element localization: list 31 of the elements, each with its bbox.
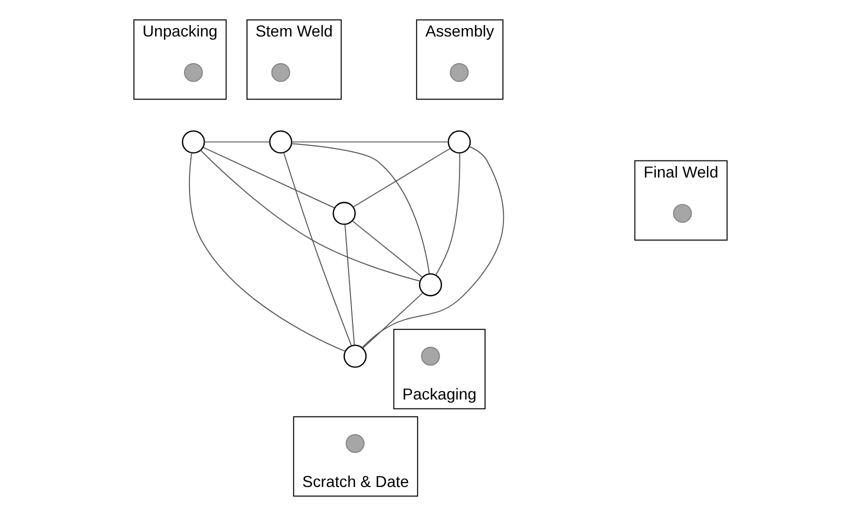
node-circle	[270, 63, 290, 82]
connector	[202, 147, 334, 208]
cluster: Final Weld	[634, 160, 728, 241]
connector	[203, 141, 270, 142]
connector	[188, 152, 346, 352]
cluster: Packaging	[392, 328, 486, 410]
connector	[362, 292, 423, 348]
connector	[344, 224, 354, 346]
connector	[351, 220, 422, 278]
cluster: Assembly	[416, 19, 503, 100]
node-circle	[345, 434, 364, 453]
connector	[361, 146, 504, 348]
node-circle	[343, 344, 366, 368]
connector	[434, 152, 460, 276]
connector	[290, 143, 430, 274]
node-circle	[447, 130, 470, 154]
connector	[200, 150, 420, 282]
node-circle	[181, 130, 204, 154]
connector	[352, 148, 450, 208]
cluster: Scratch & Date	[292, 416, 418, 497]
node-circle	[672, 204, 692, 223]
cluster: Stem Weld	[246, 19, 342, 100]
node-circle	[268, 130, 292, 154]
node-circle	[420, 346, 440, 366]
cluster: Unpacking	[132, 19, 226, 100]
connector	[290, 141, 448, 142]
node-circle	[449, 63, 468, 82]
node-circle	[184, 63, 202, 82]
node-circle	[332, 202, 356, 225]
node-circle	[418, 273, 442, 296]
connector	[282, 152, 352, 346]
